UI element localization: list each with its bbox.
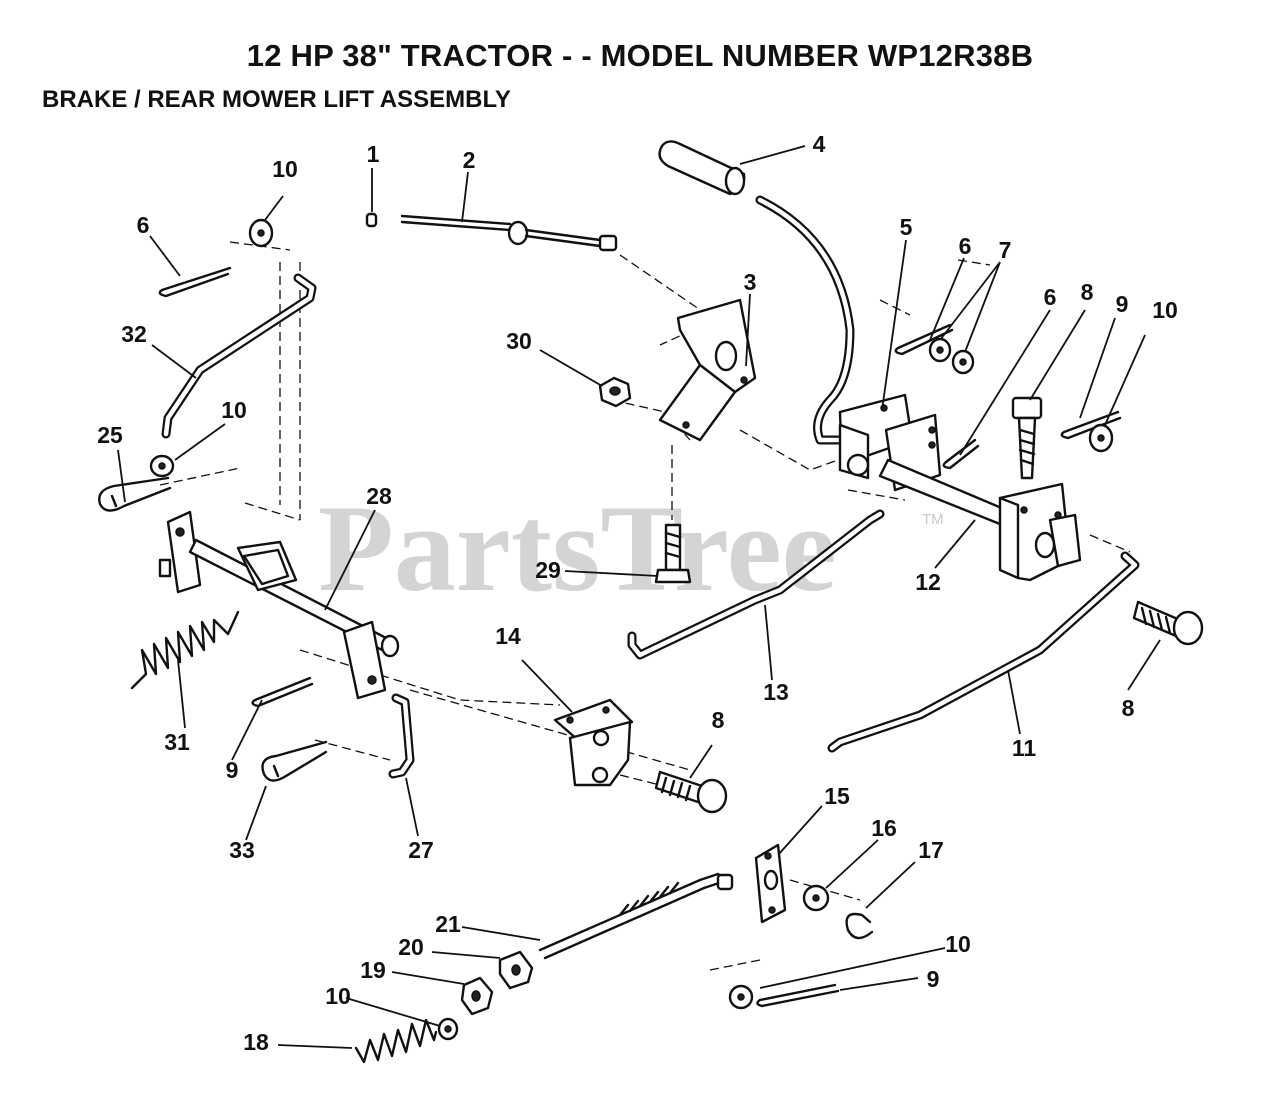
callout-27: 27 [408, 837, 434, 863]
callout-18: 18 [243, 1029, 269, 1055]
callout-3: 3 [744, 269, 757, 295]
part-28-rock-shaft[interactable] [158, 510, 400, 700]
callout-9a: 9 [1116, 291, 1129, 317]
callout-4: 4 [813, 131, 826, 157]
callout-14: 14 [495, 623, 521, 649]
part-10-washers[interactable] [149, 218, 1114, 1041]
part-20-nut[interactable] [498, 950, 534, 990]
callout-8c: 8 [712, 707, 725, 733]
part-11-lift-rod[interactable] [827, 551, 1140, 753]
callout-16: 16 [871, 815, 897, 841]
part-21-threaded-rod[interactable] [538, 872, 734, 960]
callout-9c: 9 [927, 966, 940, 992]
part-17-clip[interactable] [845, 912, 874, 940]
part-14-bracket[interactable] [553, 698, 634, 787]
diagram-subtitle: BRAKE / REAR MOWER LIFT ASSEMBLY [42, 86, 511, 113]
part-8-bolts[interactable] [654, 396, 1204, 814]
part-31-spring[interactable] [130, 610, 240, 690]
part-13-link-rod[interactable] [627, 509, 885, 660]
callout-13: 13 [763, 679, 789, 705]
part-25-hairpin-clip[interactable] [98, 476, 172, 512]
part-3-bracket[interactable] [658, 298, 757, 442]
part-33-hairpin-clip[interactable] [261, 740, 328, 782]
callout-labels: 1 2 3 4 5 6 6 6 7 8 8 8 9 9 9 10 10 10 1… [97, 131, 1178, 1055]
callout-10e: 10 [945, 931, 971, 957]
callout-2: 2 [463, 147, 476, 173]
callout-8a: 8 [1081, 279, 1094, 305]
callout-10d: 10 [325, 983, 351, 1009]
callout-28: 28 [366, 483, 392, 509]
callout-10c: 10 [1152, 297, 1178, 323]
part-29-bolt[interactable] [654, 523, 692, 584]
part-7-washers[interactable] [928, 337, 975, 375]
part-16-washer[interactable] [802, 884, 830, 912]
part-1-pin[interactable] [365, 212, 378, 228]
callout-25: 25 [97, 422, 123, 448]
callout-19: 19 [360, 957, 386, 983]
part-6-cotter-pins[interactable] [158, 266, 980, 470]
callout-9b: 9 [226, 757, 239, 783]
callout-29: 29 [535, 557, 561, 583]
callout-12: 12 [915, 569, 941, 595]
callout-1: 1 [367, 141, 380, 167]
part-18-spring[interactable] [354, 1018, 438, 1064]
callout-15: 15 [824, 783, 850, 809]
part-9-cotter-pins[interactable] [251, 410, 1122, 1008]
callout-8b: 8 [1122, 695, 1135, 721]
part-4-handle-grip[interactable] [658, 140, 746, 196]
callout-5: 5 [900, 214, 913, 240]
watermark-trademark: TM [922, 511, 944, 528]
callout-7: 7 [999, 237, 1012, 263]
callout-21: 21 [435, 911, 461, 937]
callout-17: 17 [918, 837, 944, 863]
callout-32: 32 [121, 321, 147, 347]
callout-6b: 6 [959, 233, 972, 259]
part-12-cross-shaft[interactable] [878, 458, 1082, 582]
callout-10a: 10 [272, 156, 298, 182]
callout-30: 30 [506, 328, 532, 354]
callout-10b: 10 [221, 397, 247, 423]
part-30-nut[interactable] [598, 376, 632, 408]
callout-31: 31 [164, 729, 190, 755]
part-15-plate[interactable] [754, 843, 787, 924]
part-5-lift-lever[interactable] [755, 195, 942, 492]
part-27-link[interactable] [388, 693, 415, 779]
callout-11: 11 [1012, 735, 1037, 761]
callout-20: 20 [398, 934, 424, 960]
callout-leader-lines [117, 145, 1161, 1049]
diagram-title: 12 HP 38" TRACTOR - - MODEL NUMBER WP12R… [246, 38, 1034, 73]
part-19-nut[interactable] [460, 976, 494, 1016]
callout-6a: 6 [137, 212, 150, 238]
watermark-text: PartsTree [318, 480, 837, 617]
callout-33: 33 [229, 837, 255, 863]
part-2-brake-rod[interactable] [400, 214, 618, 252]
part-32-upper-rod[interactable] [161, 273, 317, 439]
callout-6c: 6 [1044, 284, 1057, 310]
